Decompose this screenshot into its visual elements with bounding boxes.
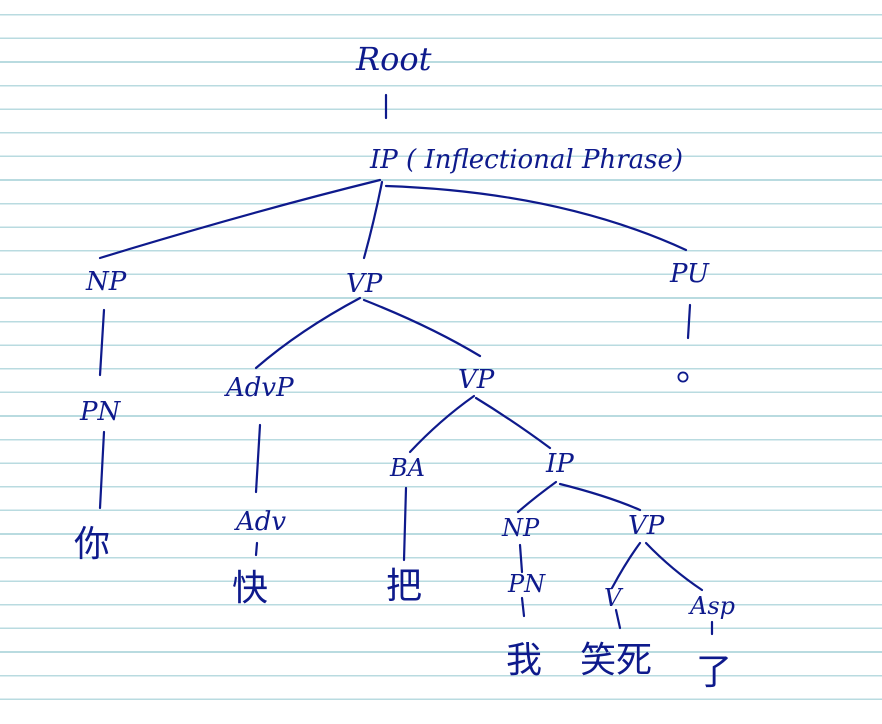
edge-advp-adv — [254, 423, 262, 494]
edge-pn2-pn2word — [520, 596, 526, 618]
edge-ip-np — [98, 178, 382, 260]
edge-pn-pnword — [98, 430, 106, 510]
edge-adv-advword — [254, 541, 259, 557]
node-np: NP — [85, 267, 127, 297]
node-pu-word: 。 — [676, 348, 712, 389]
edge-np2-pn2 — [518, 543, 524, 574]
edge-ip-vp — [362, 180, 384, 260]
node-vp2: VP — [458, 365, 495, 395]
node-v-word: 笑死 — [580, 640, 652, 681]
node-advp: AdvP — [224, 373, 294, 403]
node-root: Root — [355, 40, 432, 78]
edge-ip-pu — [384, 184, 688, 252]
edge-vp-advp — [254, 296, 362, 370]
edge-vp2-ba — [408, 394, 476, 454]
node-pn2: PN — [507, 570, 546, 598]
node-asp-word: 了 — [696, 652, 732, 693]
node-v: V — [604, 584, 624, 612]
tree-edges — [98, 93, 714, 636]
edge-ba-baword — [402, 486, 408, 562]
edge-vp2-ip2 — [474, 396, 552, 450]
edge-pu-puword — [686, 303, 692, 340]
node-ba: BA — [389, 454, 425, 482]
node-pn2-word: 我 — [506, 640, 542, 681]
node-ba-word: 把 — [386, 566, 422, 607]
edge-vp-vp2 — [362, 298, 482, 358]
edge-vp3-v — [610, 541, 642, 590]
edge-v-vword — [614, 608, 622, 630]
tree-labels: Root IP ( Inflectional Phrase) NP VP PU … — [74, 40, 735, 693]
node-vp3: VP — [628, 511, 665, 541]
node-adv: Adv — [234, 507, 286, 537]
edge-ip2-np2 — [516, 480, 558, 514]
node-pn-word: 你 — [74, 524, 110, 565]
node-adv-word: 快 — [232, 568, 268, 609]
node-ip2: IP — [545, 449, 574, 479]
node-ip: IP ( Inflectional Phrase) — [369, 145, 683, 175]
node-asp: Asp — [688, 592, 735, 620]
node-pn: PN — [79, 397, 121, 427]
edge-np-pn — [98, 308, 106, 377]
edge-vp3-asp — [644, 541, 704, 592]
node-pu: PU — [669, 259, 710, 289]
node-np2: NP — [501, 514, 540, 542]
edge-ip2-vp3 — [558, 482, 642, 512]
node-vp: VP — [346, 269, 383, 299]
